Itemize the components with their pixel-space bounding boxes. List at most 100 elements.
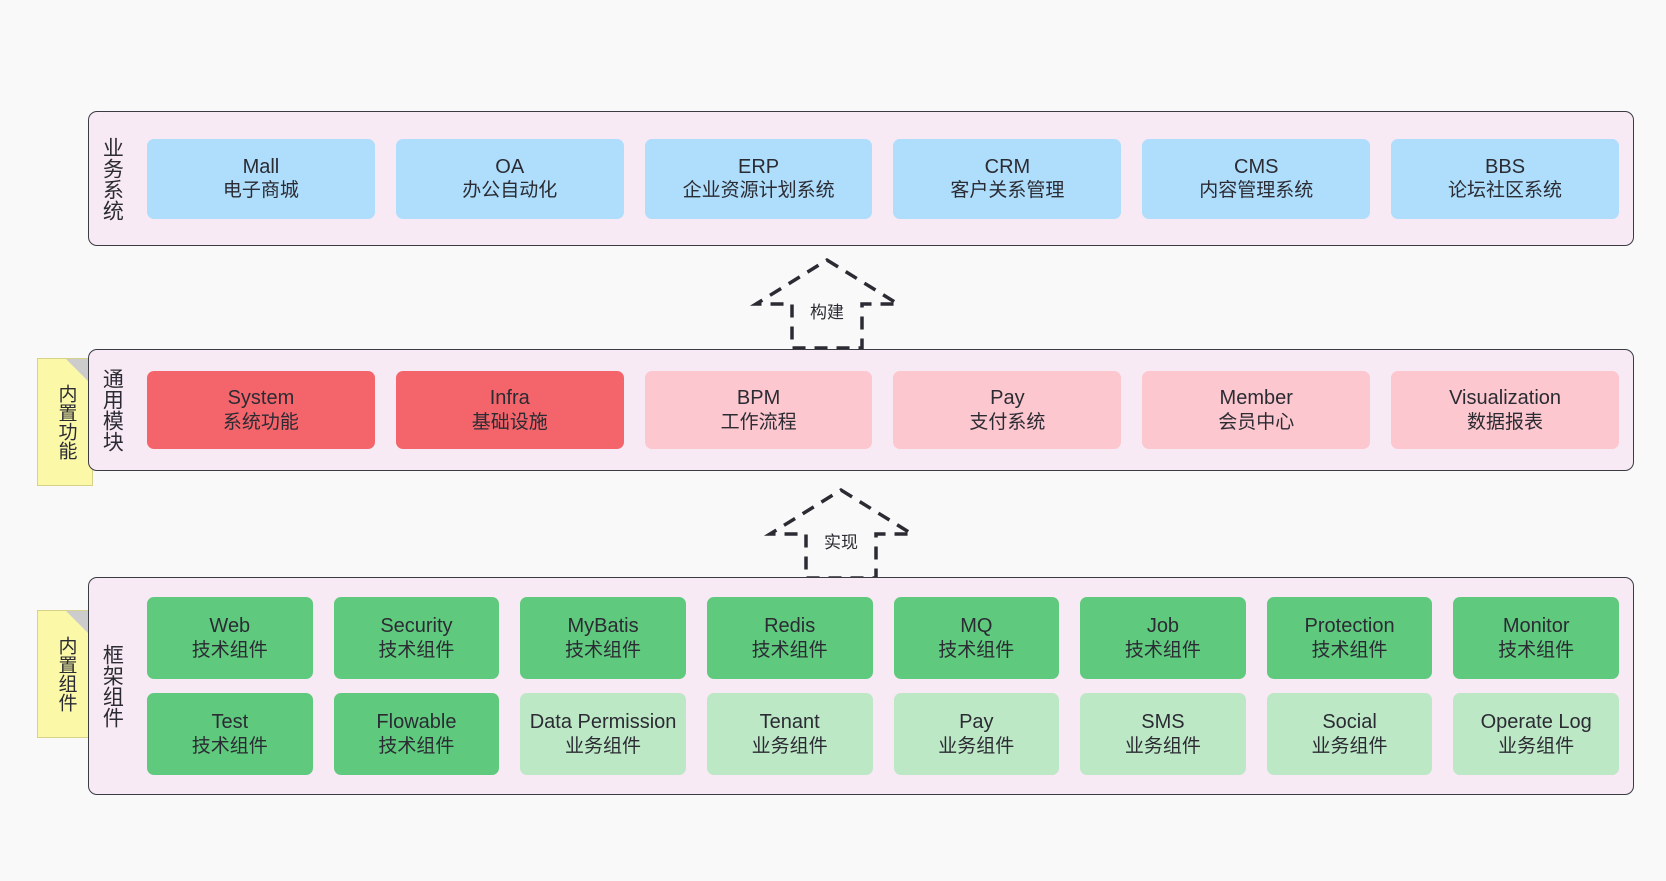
framework-row-business: Test 技术组件 Flowable 技术组件 Data Permission … <box>147 693 1619 775</box>
box-crm-name: CRM <box>984 155 1031 178</box>
framework-row-tech: Web 技术组件 Security 技术组件 MyBatis 技术组件 Redi… <box>147 597 1619 679</box>
box-member-name: Member <box>1219 387 1293 410</box>
box-redis-name: Redis <box>764 615 816 638</box>
box-system-desc: 系统功能 <box>222 411 299 433</box>
box-flowable-name: Flowable <box>376 711 457 734</box>
arrow-implement: 实现 <box>763 486 919 582</box>
box-oa[interactable]: OA 办公自动化 <box>395 138 624 219</box>
common-row: System 系统功能 Infra 基础设施 BPM 工作流程 Pay 支付系统… <box>147 371 1619 449</box>
box-erp[interactable]: ERP 企业资源计划系统 <box>644 138 873 219</box>
business-system-layer: 业务系统 Mall 电子商城 OA 办公自动化 ERP 企业资源计划系统 CRM… <box>88 111 1634 246</box>
framework-layer-body: Web 技术组件 Security 技术组件 MyBatis 技术组件 Redi… <box>133 578 1633 794</box>
box-system-name: System <box>227 387 295 410</box>
framework-layer-title: 框架组件 <box>100 644 124 728</box>
box-job-desc: 技术组件 <box>1124 639 1201 661</box>
box-cms-name: CMS <box>1234 155 1279 178</box>
box-infra-name: Infra <box>489 387 530 410</box>
box-operate-log-desc: 业务组件 <box>1498 735 1575 757</box>
framework-component-layer: 框架组件 Web 技术组件 Security 技术组件 MyBatis 技术组件… <box>88 577 1634 795</box>
box-test[interactable]: Test 技术组件 <box>147 693 313 775</box>
box-protection-desc: 技术组件 <box>1311 639 1388 661</box>
box-bpm-name: BPM <box>736 387 781 410</box>
box-data-permission[interactable]: Data Permission 业务组件 <box>520 693 686 775</box>
box-system[interactable]: System 系统功能 <box>147 371 375 449</box>
box-sms-name: SMS <box>1141 711 1185 734</box>
box-tenant-name: Tenant <box>759 711 820 734</box>
box-visualization[interactable]: Visualization 数据报表 <box>1391 371 1619 449</box>
box-protection[interactable]: Protection 技术组件 <box>1266 597 1433 679</box>
box-infra[interactable]: Infra 基础设施 <box>395 371 624 449</box>
box-social-desc: 业务组件 <box>1311 735 1388 757</box>
box-web[interactable]: Web 技术组件 <box>147 597 313 679</box>
box-test-desc: 技术组件 <box>191 735 268 757</box>
box-crm[interactable]: CRM 客户关系管理 <box>893 138 1122 219</box>
arrow-build: 构建 <box>749 256 905 352</box>
box-job-name: Job <box>1146 615 1180 638</box>
box-tenant[interactable]: Tenant 业务组件 <box>706 693 873 775</box>
box-sms-desc: 业务组件 <box>1124 735 1201 757</box>
box-test-name: Test <box>211 711 249 734</box>
box-mybatis-desc: 技术组件 <box>565 639 642 661</box>
box-security-desc: 技术组件 <box>378 639 455 661</box>
box-web-name: Web <box>209 615 251 638</box>
box-data-permission-desc: 业务组件 <box>565 735 642 757</box>
note-builtin-function: 内置功能 <box>37 358 93 486</box>
box-bbs-desc: 论坛社区系统 <box>1448 180 1563 202</box>
box-operate-log[interactable]: Operate Log 业务组件 <box>1453 693 1619 775</box>
box-oa-name: OA <box>495 155 525 178</box>
note-builtin-component: 内置组件 <box>37 610 93 738</box>
box-job[interactable]: Job 技术组件 <box>1080 597 1246 679</box>
box-pay-module-desc: 支付系统 <box>969 411 1046 433</box>
box-mybatis[interactable]: MyBatis 技术组件 <box>520 597 686 679</box>
box-crm-desc: 客户关系管理 <box>950 180 1065 202</box>
box-social[interactable]: Social 业务组件 <box>1266 693 1433 775</box>
box-mall-desc: 电子商城 <box>222 180 299 202</box>
box-monitor-desc: 技术组件 <box>1498 639 1575 661</box>
box-member-desc: 会员中心 <box>1218 411 1295 433</box>
box-infra-desc: 基础设施 <box>471 411 548 433</box>
box-redis[interactable]: Redis 技术组件 <box>706 597 873 679</box>
box-cms[interactable]: CMS 内容管理系统 <box>1142 138 1371 219</box>
box-mq-name: MQ <box>960 615 993 638</box>
common-layer-body: System 系统功能 Infra 基础设施 BPM 工作流程 Pay 支付系统… <box>133 350 1633 470</box>
box-redis-desc: 技术组件 <box>751 639 828 661</box>
box-flowable-desc: 技术组件 <box>378 735 455 757</box>
box-social-name: Social <box>1322 711 1377 734</box>
box-operate-log-name: Operate Log <box>1480 711 1592 734</box>
box-mq[interactable]: MQ 技术组件 <box>893 597 1060 679</box>
box-bpm[interactable]: BPM 工作流程 <box>644 371 873 449</box>
box-cms-desc: 内容管理系统 <box>1199 180 1314 202</box>
box-sms[interactable]: SMS 业务组件 <box>1080 693 1246 775</box>
box-mybatis-name: MyBatis <box>567 615 639 638</box>
box-tenant-desc: 业务组件 <box>751 735 828 757</box>
box-erp-name: ERP <box>738 155 780 178</box>
box-pay-component-name: Pay <box>959 711 994 734</box>
box-mall[interactable]: Mall 电子商城 <box>147 138 375 219</box>
box-security[interactable]: Security 技术组件 <box>333 597 500 679</box>
box-protection-name: Protection <box>1304 615 1395 638</box>
box-data-permission-name: Data Permission <box>529 711 677 734</box>
note-builtin-function-label: 内置功能 <box>55 384 77 460</box>
box-pay-module[interactable]: Pay 支付系统 <box>893 371 1122 449</box>
business-layer-title: 业务系统 <box>100 136 124 221</box>
box-monitor-name: Monitor <box>1502 615 1570 638</box>
business-row: Mall 电子商城 OA 办公自动化 ERP 企业资源计划系统 CRM 客户关系… <box>147 138 1619 219</box>
box-flowable[interactable]: Flowable 技术组件 <box>333 693 500 775</box>
box-monitor[interactable]: Monitor 技术组件 <box>1453 597 1619 679</box>
box-erp-desc: 企业资源计划系统 <box>682 180 835 202</box>
common-module-layer: 通用模块 System 系统功能 Infra 基础设施 BPM 工作流程 Pay… <box>88 349 1634 471</box>
note-builtin-component-label: 内置组件 <box>55 636 77 712</box>
business-layer-body: Mall 电子商城 OA 办公自动化 ERP 企业资源计划系统 CRM 客户关系… <box>133 112 1633 245</box>
box-bbs[interactable]: BBS 论坛社区系统 <box>1391 138 1619 219</box>
box-pay-component[interactable]: Pay 业务组件 <box>893 693 1060 775</box>
box-mq-desc: 技术组件 <box>938 639 1015 661</box>
box-member[interactable]: Member 会员中心 <box>1142 371 1371 449</box>
box-web-desc: 技术组件 <box>191 639 268 661</box>
box-oa-desc: 办公自动化 <box>462 180 558 202</box>
common-layer-title: 通用模块 <box>100 368 124 452</box>
box-bpm-desc: 工作流程 <box>720 411 797 433</box>
box-mall-name: Mall <box>242 155 280 178</box>
box-security-name: Security <box>380 615 453 638</box>
box-pay-module-name: Pay <box>990 387 1025 410</box>
